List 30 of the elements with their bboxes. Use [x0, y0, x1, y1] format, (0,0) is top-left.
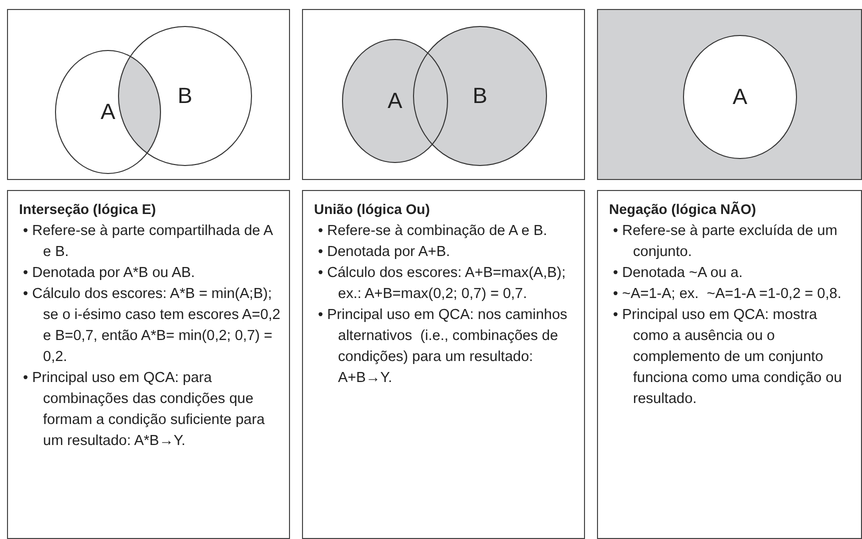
venn-panel [597, 9, 862, 180]
text-panel [302, 190, 585, 539]
set-label: B [178, 83, 192, 109]
bullet-item: • Refere-se à parte excluída de um conjunto. [612, 222, 838, 262]
bullet-item: • Refere-se à combinação de A e B. [317, 222, 548, 241]
set-label: A [100, 99, 116, 125]
bullet-item: • Principal uso em QCA: mostra como a ausência ou o complemento de um conjunto funciona como uma condição ou resultado. [612, 306, 843, 409]
set-label: A [732, 84, 748, 110]
panel-heading: Negação (lógica NÃO) [609, 200, 758, 219]
venn-panel [302, 9, 585, 180]
bullet-item: • Denotada por A*B ou AB. [22, 264, 196, 283]
set-label: A [388, 88, 402, 114]
bullet-item: • Cálculo dos escores: A*B = min(A;B); se o i-ésimo caso tem escores A=0,2 e B=0,7, então A*B= min(0,2; 0,7) = 0,2. [22, 285, 282, 367]
panel-heading: Interseção (lógica E) [19, 200, 157, 219]
bullet-item: • Refere-se à parte compartilhada de A e B. [22, 222, 274, 262]
text-panel [597, 190, 862, 539]
bullet-item: • Principal uso em QCA: para combinações das condições que formam a condição suficiente para um resultado: A*B→Y. [22, 369, 266, 451]
panel-heading: União (lógica Ou) [314, 200, 431, 219]
bullet-item: • ~A=1-A; ex. ~A=1-A =1-0,2 = 0,8. [612, 285, 842, 304]
text-panel [7, 190, 290, 539]
set-circle [413, 26, 547, 166]
set-circle [342, 39, 448, 163]
bullet-item: • Principal uso em QCA: nos caminhos alternativos (i.e., combinações de condições) para um resultado: A+B→Y. [317, 306, 568, 388]
bullet-item: • Denotada ~A ou a. [612, 264, 744, 283]
bullet-item: • Denotada por A+B. [317, 243, 452, 262]
venn-panel [7, 9, 290, 180]
set-circle [55, 50, 161, 174]
bullet-item: • Cálculo dos escores: A+B=max(A,B); ex.: A+B=max(0,2; 0,7) = 0,7. [317, 264, 567, 304]
set-label: B [472, 83, 488, 109]
set-circle [118, 26, 252, 166]
